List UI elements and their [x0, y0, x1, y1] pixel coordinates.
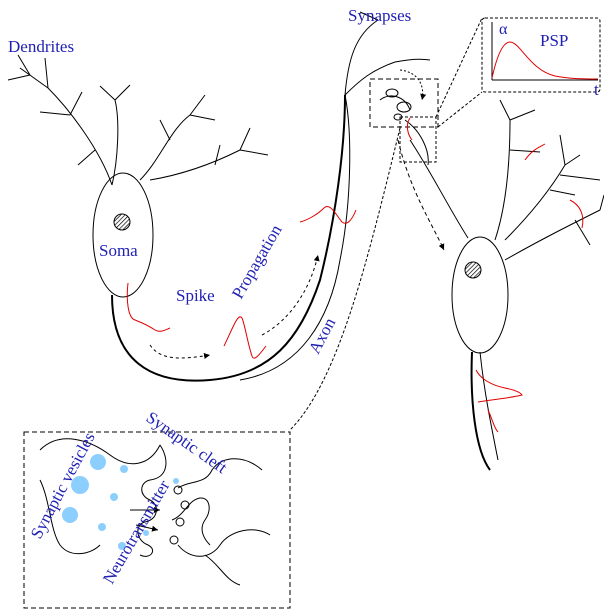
psp-x-axis-label: t: [594, 80, 599, 99]
psp-inset: α PSP t: [492, 21, 599, 99]
zoom-link-2: [436, 18, 482, 117]
synapses-label: Synapses: [348, 6, 411, 25]
axon-inner: [240, 95, 350, 380]
synaptic-cleft-label: Synaptic cleft: [143, 408, 231, 478]
propagation-label: Propagation: [228, 221, 286, 302]
right-nucleus: [465, 262, 481, 278]
left-neuron: [8, 12, 430, 381]
psp-y-axis-label: α: [499, 21, 508, 38]
propagation-arrow-1: [150, 345, 210, 358]
dendrites-label: Dendrites: [8, 37, 74, 56]
zoom-link-1: [438, 92, 482, 127]
right-dendrite-signals: [407, 118, 582, 432]
synapse-detail-box: [400, 117, 436, 162]
synapse-zoom-box: [370, 79, 438, 127]
right-neuron: [410, 100, 604, 470]
synapse-arrow-2: [398, 140, 444, 250]
right-axon: [472, 352, 490, 470]
zoom-link-3: [290, 128, 400, 430]
axon-label: Axon: [305, 314, 340, 357]
soma-label: Soma: [99, 241, 138, 260]
synapse-arrow-1: [400, 70, 423, 100]
propagation-arrow-2: [262, 255, 318, 335]
right-soma: [452, 237, 508, 353]
neurotransmitter-label: Neurotransmitter: [99, 477, 174, 587]
right-dendrites: [410, 100, 604, 260]
psp-title: PSP: [540, 31, 568, 50]
spike-label: Spike: [176, 286, 215, 305]
left-dendrites: [8, 55, 268, 185]
left-soma: [93, 173, 153, 297]
labels: Dendrites Synapses Soma Spike Propagatio…: [8, 6, 411, 587]
left-nucleus: [114, 214, 130, 230]
